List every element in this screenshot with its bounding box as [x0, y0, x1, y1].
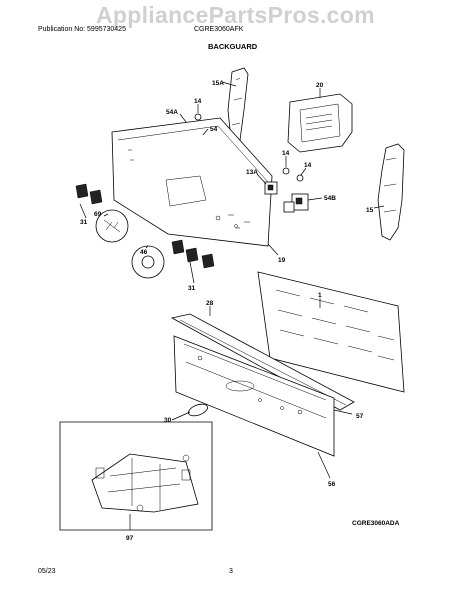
part-1-rear-panel — [257, 271, 405, 393]
part-97-inset — [59, 421, 213, 531]
part-54b-switch — [283, 193, 309, 213]
callout-20: 20 — [316, 82, 324, 89]
callout-14-top: 14 — [194, 98, 202, 105]
part-20-control-board — [287, 93, 353, 153]
callout-69: 69 — [94, 211, 102, 218]
part-57-frame — [173, 335, 335, 457]
callout-15: 15 — [366, 207, 374, 214]
callout-31-bottom: 31 — [188, 285, 196, 292]
callout-31-left: 31 — [80, 219, 88, 226]
callout-15a: 15A — [212, 80, 224, 87]
watermark: AppliancePartsPros.com — [96, 2, 375, 28]
callout-1: 1 — [318, 292, 322, 299]
model-number: CGRE3060AFK — [194, 26, 244, 33]
diagram-code: CGRE3060ADA — [352, 520, 400, 527]
part-69-inset — [95, 209, 129, 243]
part-19-control-panel — [111, 117, 273, 247]
section-title: BACKGUARD — [208, 42, 258, 51]
callout-54: 54 — [210, 126, 218, 133]
callout-14-mid: 14 — [282, 150, 290, 157]
publication-number: Publication No: 5995730425 — [38, 26, 126, 33]
callout-28: 28 — [206, 300, 214, 307]
part-31-knobs-left — [75, 183, 103, 205]
callout-54a: 54A — [166, 109, 178, 116]
part-14-knob-right — [282, 167, 304, 182]
part-14-knob-top — [194, 113, 202, 121]
part-31-knobs-bottom — [171, 239, 215, 269]
callout-54b: 54B — [324, 195, 336, 202]
callout-57: 57 — [356, 413, 364, 420]
part-46-inset — [131, 245, 165, 279]
page-number: 3 — [229, 568, 233, 575]
callout-97: 97 — [126, 535, 134, 542]
callout-13a: 13A — [246, 169, 258, 176]
footer-date: 05/23 — [38, 568, 56, 575]
callout-14-right: 14 — [304, 162, 312, 169]
callout-56: 56 — [328, 481, 336, 488]
part-15-bracket — [377, 143, 405, 241]
callout-30: 30 — [164, 417, 172, 424]
callout-19: 19 — [278, 257, 286, 264]
part-30-grommet — [188, 403, 208, 417]
part-13a-switch — [264, 181, 278, 195]
callout-46: 46 — [140, 249, 148, 256]
